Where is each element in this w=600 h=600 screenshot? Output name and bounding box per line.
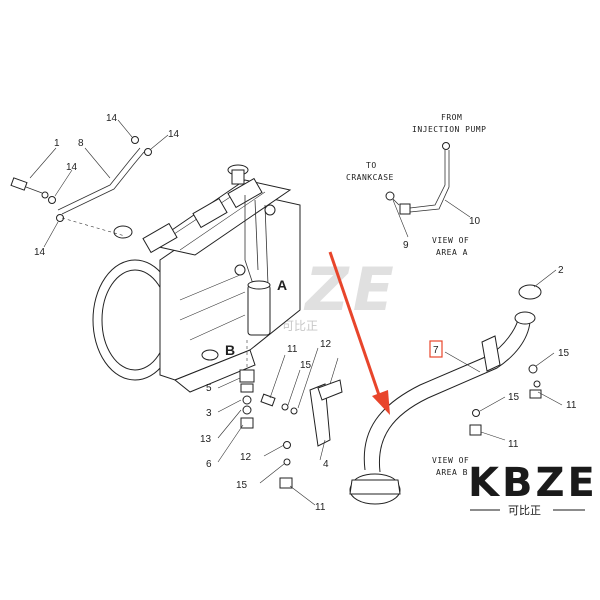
part-label-2: 2 (558, 265, 564, 276)
part-labels: 1 8 14 14 14 14 9 10 2 7 15 11 15 11 11 … (34, 113, 577, 513)
part-label-15: 15 (300, 360, 312, 371)
part-label-12: 12 (240, 452, 252, 463)
part-label-15: 15 (236, 480, 248, 491)
part-label-5: 5 (206, 383, 212, 394)
caption-to: TO (366, 161, 377, 170)
part-label-10: 10 (469, 216, 481, 227)
breather-pipe (385, 142, 450, 215)
caption-injection-pump: INJECTION PUMP (412, 125, 486, 134)
logo-brand: KBZE (468, 460, 598, 506)
logo-sub: 可比正 (508, 504, 541, 517)
area-marker-b: B (225, 342, 235, 358)
part-label-15: 15 (508, 392, 520, 403)
part-label-9: 9 (403, 240, 409, 251)
hose-assembly (10, 136, 152, 237)
part-label-8: 8 (78, 138, 84, 149)
part-label-11: 11 (508, 439, 519, 450)
part-label-12: 12 (320, 339, 332, 350)
brand-logo: KBZE 可比正 (468, 460, 598, 517)
caption-crankcase: CRANKCASE (346, 173, 394, 182)
part-label-14: 14 (106, 113, 118, 124)
fitting-stack (239, 340, 255, 429)
part-label-13: 13 (200, 434, 212, 445)
caption-from: FROM (441, 113, 462, 122)
highlight-arrow (328, 251, 390, 415)
caption-view-of-a: VIEW OF (432, 236, 469, 245)
area-marker-a: A (277, 277, 287, 293)
part-label-11: 11 (315, 502, 326, 513)
engine-block: B A (92, 164, 301, 393)
part-label-14: 14 (168, 129, 180, 140)
watermark-sub: 可比正 (282, 319, 318, 333)
part-label-14: 14 (34, 247, 46, 258)
part-label-6: 6 (206, 459, 212, 470)
bolts-washers (260, 364, 542, 489)
part-label-14: 14 (66, 162, 78, 173)
part-label-3: 3 (206, 408, 212, 419)
part-label-11: 11 (566, 400, 577, 411)
bracket (309, 379, 343, 447)
leader-lines (29, 119, 563, 506)
captions: FROM INJECTION PUMP TO CRANKCASE VIEW OF… (346, 113, 486, 477)
part-label-11: 11 (287, 344, 298, 355)
part-label-15: 15 (558, 348, 570, 359)
oil-filler-pipe (349, 284, 542, 505)
caption-area-a: AREA A (436, 248, 468, 257)
caption-area-b: AREA B (436, 468, 468, 477)
part-label-7: 7 (433, 345, 439, 356)
caption-view-of-b: VIEW OF (432, 456, 469, 465)
part-label-1: 1 (54, 138, 60, 149)
part-7-callout-box (429, 340, 443, 358)
part-label-4: 4 (323, 459, 329, 470)
